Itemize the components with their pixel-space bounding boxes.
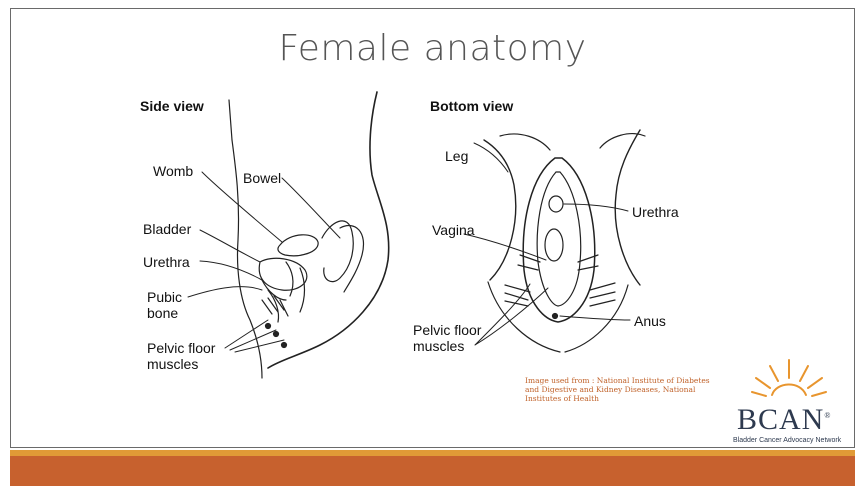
label-urethra-side: Urethra xyxy=(143,254,190,270)
bcan-logo: BCAN® xyxy=(737,403,831,437)
bcan-logo-sun-icon xyxy=(752,360,826,396)
label-bowel: Bowel xyxy=(243,170,281,186)
label-anus: Anus xyxy=(634,313,666,329)
label-womb: Womb xyxy=(153,163,193,179)
label-leg: Leg xyxy=(445,148,468,164)
label-urethra-bottom: Urethra xyxy=(632,204,679,220)
side-view-drawing xyxy=(188,92,389,378)
bottom-view-heading: Bottom view xyxy=(430,98,513,114)
label-pelvic-floor-side: Pelvic floor muscles xyxy=(147,340,215,372)
label-pelvic-floor-bottom: Pelvic floor muscles xyxy=(413,322,481,354)
footer-bar xyxy=(10,450,855,486)
label-bladder: Bladder xyxy=(143,221,191,237)
image-credit: Image used from : National Institute of … xyxy=(525,376,745,403)
bottom-view-drawing xyxy=(464,130,645,352)
side-view-heading: Side view xyxy=(140,98,204,114)
label-pubic-bone: Pubic bone xyxy=(147,289,182,321)
bcan-tagline: Bladder Cancer Advocacy Network xyxy=(733,437,841,444)
label-vagina: Vagina xyxy=(432,222,475,238)
